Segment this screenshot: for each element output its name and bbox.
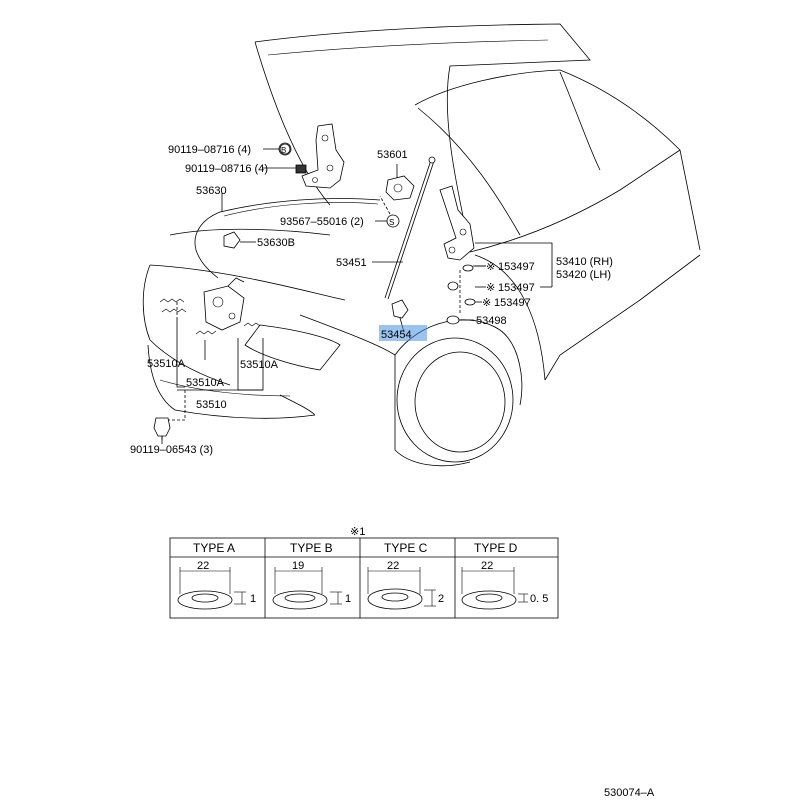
part-labels: 90119‒08716 (4) 90119‒08716 (4) B 53630 …	[130, 143, 613, 456]
bolt-bottom	[153, 417, 171, 444]
dim-thick-d: 0. 5	[530, 593, 548, 605]
header-type-a: TYPE A	[193, 541, 235, 555]
label-cushion-2: 153497	[498, 282, 535, 294]
hinge-cushions	[446, 264, 486, 325]
bolt-b-letter: B	[281, 146, 286, 155]
dim-outer-a: 22	[197, 560, 209, 572]
dim-thick-c: 2	[438, 593, 444, 605]
label-hinge-lh: 53420 (LH)	[556, 269, 611, 281]
figure-code: 530074‒A	[604, 787, 655, 799]
hood-latch	[203, 277, 245, 331]
label-latch-left: 53510A	[147, 358, 186, 370]
cable-clamp-53630b	[223, 231, 256, 249]
table-note: ※1	[350, 526, 365, 538]
label-hinge-rh: 53410 (RH)	[556, 256, 613, 268]
label-screw: 93567‒55016 (2)	[280, 216, 364, 228]
washer-type-table: ※1 TYPE A TYPE B TYPE C TYPE D 22 1	[169, 526, 559, 619]
latch-springs	[159, 298, 261, 335]
hood-hinge-right	[439, 185, 475, 261]
washer-type-a: 22 1	[177, 560, 256, 610]
label-cushion-3: 153497	[494, 297, 531, 309]
label-stopper: 53498	[476, 315, 507, 327]
label-bolt-b-top: 90119‒08716 (4)	[168, 144, 251, 156]
release-cable	[194, 193, 381, 279]
washer-type-c: 22 2	[367, 560, 444, 610]
label-latch: 53510	[196, 399, 227, 411]
hood-hinge-left	[301, 123, 345, 189]
dim-outer-c: 22	[387, 560, 399, 572]
header-type-d: TYPE D	[474, 541, 518, 555]
hood-lock-53601	[385, 164, 415, 201]
dim-thick-a: 1	[250, 593, 256, 605]
label-rod: 53451	[336, 257, 367, 269]
header-type-c: TYPE C	[384, 541, 428, 555]
highlight-box	[379, 325, 427, 341]
asterisk-1: ※	[486, 261, 495, 273]
label-latch-mid: 53510A	[186, 377, 225, 389]
screw-s	[375, 195, 400, 228]
label-clamp: 53630B	[257, 237, 295, 249]
dim-thick-b: 1	[345, 593, 351, 605]
bolt-b-low	[262, 164, 307, 174]
screw-s-letter: S	[389, 218, 394, 227]
bolt-b-marker	[279, 143, 291, 155]
label-latch-right: 53510A	[240, 359, 279, 371]
support-rod-53451	[372, 156, 436, 300]
washer-type-b: 19 1	[272, 560, 351, 610]
asterisk-2: ※	[486, 282, 495, 294]
label-bolt-b-low: 90119‒08716 (4)	[185, 163, 268, 175]
label-bolt-bottom: 90119‒06543 (3)	[130, 444, 213, 456]
label-cushion-1: 153497	[498, 261, 535, 273]
dim-outer-b: 19	[292, 560, 304, 572]
label-highlighted[interactable]: 53454	[381, 329, 412, 341]
dim-outer-d: 22	[481, 560, 493, 572]
header-type-b: TYPE B	[290, 541, 333, 555]
washer-type-d: 22 0. 5	[461, 560, 548, 610]
asterisk-3: ※	[482, 297, 491, 309]
label-cable: 53630	[196, 185, 227, 197]
label-lock: 53601	[377, 149, 408, 161]
latch-bracket-lines	[161, 300, 264, 440]
